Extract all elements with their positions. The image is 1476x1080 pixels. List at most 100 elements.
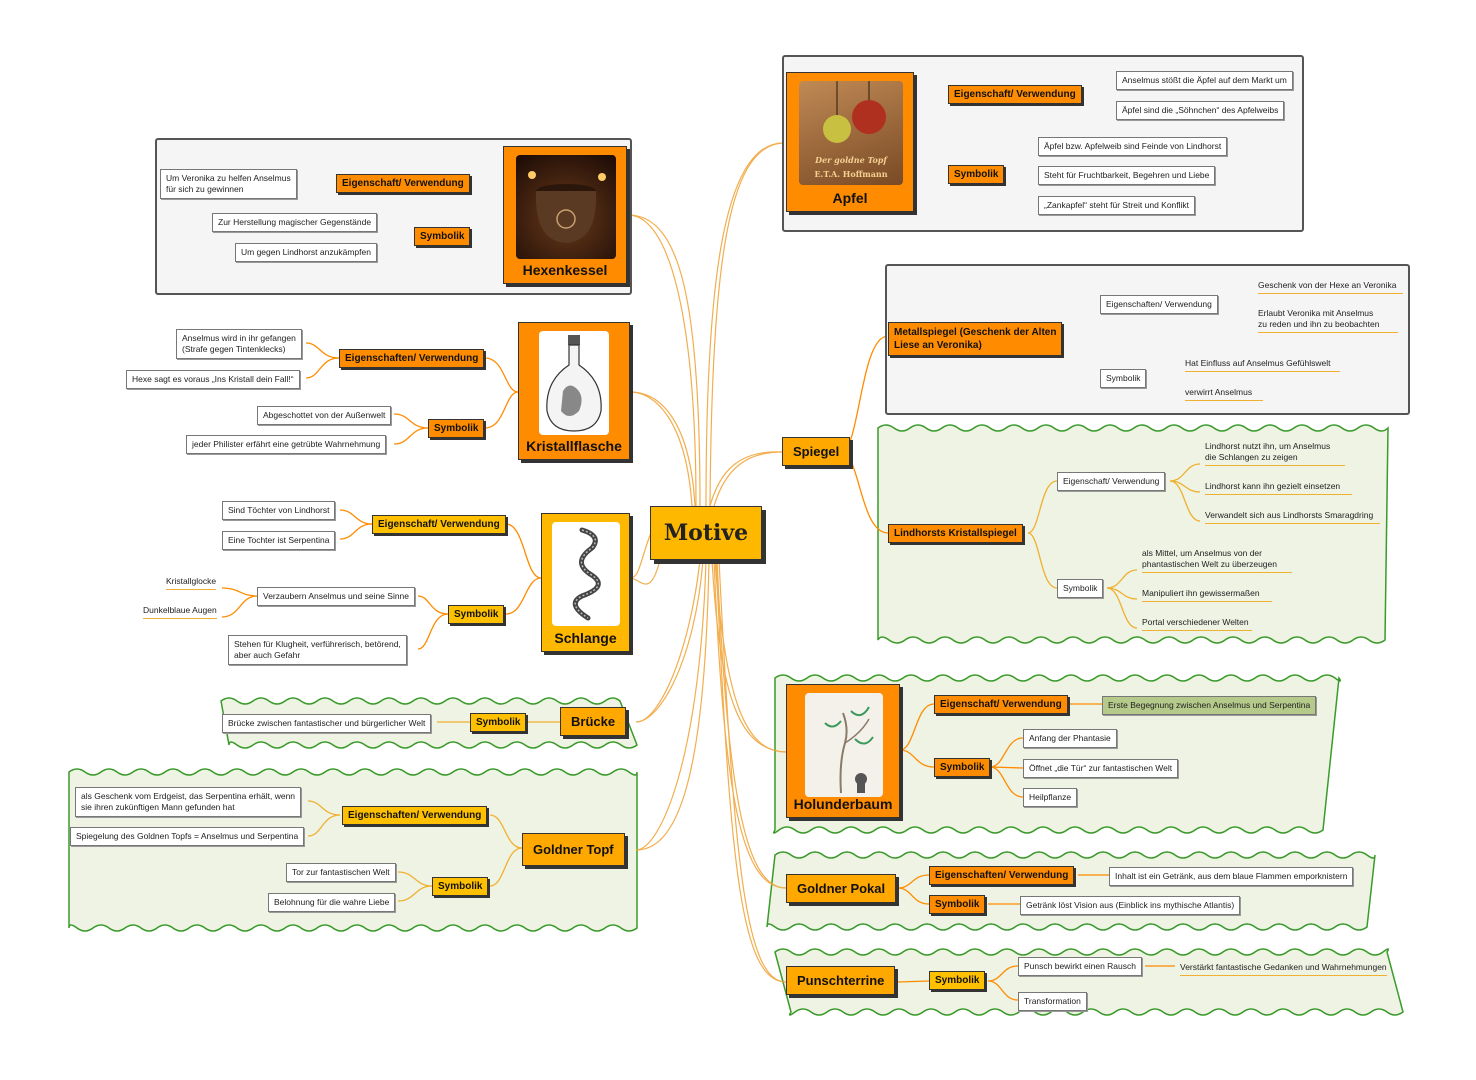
hexenkessel-leaf-3[interactable]: Um gegen Lindhorst anzukämpfen (235, 243, 377, 262)
metallspiegel-leaf-4[interactable]: verwirrt Anselmus (1185, 387, 1263, 401)
hexenkessel-leaf-1[interactable]: Um Veronika zu helfen Anselmus für sich … (160, 169, 297, 199)
schlange-leaf-1[interactable]: Sind Töchter von Lindhorst (222, 501, 336, 520)
holunderbaum-leaf-3[interactable]: Öffnet „die Tür“ zur fantastischen Welt (1023, 759, 1179, 778)
topic-label: Hexenkessel (522, 262, 608, 278)
kristallspiegel-leaf-6[interactable]: Portal verschiedener Welten (1142, 617, 1252, 631)
apple-image: Der goldne Topf E.T.A. Hoffmann (799, 81, 903, 185)
punschterrine-leaf-1[interactable]: Punsch bewirkt einen Rausch (1018, 957, 1142, 976)
leaf-line: Lindhorst nutzt ihn, um Anselmus (1205, 441, 1331, 451)
apfel-leaf-1[interactable]: Anselmus stößt die Äpfel auf dem Markt u… (1116, 71, 1293, 90)
topic-goldner-topf[interactable]: Goldner Topf (522, 833, 625, 866)
bruecke-leaf-1[interactable]: Brücke zwischen fantastischer und bürger… (222, 714, 432, 733)
goldner-topf-symbolik[interactable]: Symbolik (432, 877, 489, 896)
punschterrine-symbolik[interactable]: Symbolik (929, 971, 986, 990)
metallspiegel-leaf-1[interactable]: Geschenk von der Hexe an Veronika (1258, 280, 1403, 294)
holunderbaum-eigenschaft[interactable]: Eigenschaft/ Verwendung (934, 695, 1068, 714)
topic-goldner-pokal[interactable]: Goldner Pokal (786, 874, 897, 903)
metallspiegel-symbolik[interactable]: Symbolik (1100, 369, 1147, 388)
punschterrine-leaf-3[interactable]: Transformation (1018, 992, 1087, 1011)
goldner-pokal-leaf-1[interactable]: Inhalt ist ein Getränk, aus dem blaue Fl… (1109, 867, 1354, 886)
topic-apfel[interactable]: Der goldne Topf E.T.A. Hoffmann Apfel (786, 72, 914, 212)
metallspiegel-topic[interactable]: Metallspiegel (Geschenk der Alten Liese … (888, 322, 1063, 356)
hexenkessel-eigenschaft[interactable]: Eigenschaft/ Verwendung (336, 174, 470, 193)
center-topic-motive[interactable]: Motive (650, 506, 762, 560)
metallspiegel-leaf-2[interactable]: Erlaubt Veronika mit Anselmus zu reden u… (1258, 308, 1398, 333)
leaf-line: zu reden und ihn zu beobachten (1258, 319, 1380, 329)
tree-icon (824, 706, 874, 794)
frame-kristallspiegel (877, 424, 1389, 644)
goldner-topf-leaf-1[interactable]: als Geschenk vom Erdgeist, das Serpentin… (75, 787, 302, 817)
kristallflasche-leaf-1[interactable]: Anselmus wird in ihr gefangen (Strafe ge… (176, 329, 302, 359)
apfel-symbolik[interactable]: Symbolik (948, 165, 1005, 184)
snake-icon (572, 527, 601, 621)
kristallflasche-leaf-4[interactable]: jeder Philister erfährt eine getrübte Wa… (186, 435, 387, 454)
topic-line: Metallspiegel (Geschenk der Alten (894, 327, 1057, 338)
leaf-line: als Geschenk vom Erdgeist, das Serpentin… (81, 791, 296, 801)
topic-label: Apfel (832, 190, 868, 206)
goldner-pokal-leaf-2[interactable]: Getränk löst Vision aus (Einblick ins my… (1020, 896, 1241, 915)
topic-holunderbaum[interactable]: Holunderbaum (786, 684, 900, 818)
topic-hexenkessel[interactable]: Hexenkessel (503, 146, 627, 284)
cauldron-icon (528, 171, 606, 243)
holunderbaum-symbolik[interactable]: Symbolik (934, 758, 991, 777)
schlange-leaf-5[interactable]: Dunkelblaue Augen (143, 605, 217, 619)
leaf-line: Erlaubt Veronika mit Anselmus (1258, 308, 1374, 318)
topic-spiegel[interactable]: Spiegel (782, 437, 851, 466)
hexenkessel-symbolik[interactable]: Symbolik (414, 227, 471, 246)
leaf-line: sie ihren zukünftigen Mann gefunden hat (81, 802, 235, 812)
frame-punschterrine (774, 948, 1404, 1016)
kristallspiegel-leaf-2[interactable]: Lindhorst kann ihn gezielt einsetzen (1205, 481, 1352, 495)
bruecke-symbolik[interactable]: Symbolik (470, 713, 527, 732)
apfel-leaf-5[interactable]: „Zankapfel“ steht für Streit und Konflik… (1038, 196, 1196, 215)
kristallflasche-eigenschaften[interactable]: Eigenschaften/ Verwendung (339, 349, 485, 368)
kristallflasche-symbolik[interactable]: Symbolik (428, 419, 485, 438)
punschterrine-leaf-2[interactable]: Verstärkt fantastische Gedanken und Wahr… (1180, 962, 1387, 976)
goldner-topf-leaf-3[interactable]: Tor zur fantastischen Welt (286, 863, 396, 882)
topic-label: Holunderbaum (793, 796, 893, 812)
apfel-leaf-4[interactable]: Steht für Fruchtbarkeit, Begehren und Li… (1038, 166, 1216, 185)
kristallspiegel-leaf-4[interactable]: als Mittel, um Anselmus von der phantast… (1142, 548, 1292, 573)
goldner-pokal-eigenschaften[interactable]: Eigenschaften/ Verwendung (929, 866, 1075, 885)
topic-bruecke[interactable]: Brücke (560, 707, 627, 736)
apfel-leaf-3[interactable]: Äpfel bzw. Apfelweib sind Feinde von Lin… (1038, 137, 1228, 156)
topic-label: Schlange (554, 630, 617, 646)
schlange-leaf-3[interactable]: Verzaubern Anselmus und seine Sinne (257, 587, 416, 606)
kristallspiegel-leaf-1[interactable]: Lindhorst nutzt ihn, um Anselmus die Sch… (1205, 441, 1345, 466)
leaf-line: (Strafe gegen Tintenklecks) (182, 344, 286, 354)
leaf-line: als Mittel, um Anselmus von der (1142, 548, 1262, 558)
topic-punschterrine[interactable]: Punschterrine (786, 966, 896, 995)
elder-tree-image (805, 693, 883, 797)
holunderbaum-leaf-4[interactable]: Heilpflanze (1023, 788, 1078, 807)
kristallspiegel-eigenschaft[interactable]: Eigenschaft/ Verwendung (1057, 472, 1166, 491)
goldner-topf-leaf-2[interactable]: Spiegelung des Goldnen Topfs = Anselmus … (70, 827, 305, 846)
leaf-line: die Schlangen zu zeigen (1205, 452, 1298, 462)
goldner-topf-eigenschaften[interactable]: Eigenschaften/ Verwendung (342, 806, 488, 825)
hexenkessel-leaf-2[interactable]: Zur Herstellung magischer Gegenstände (212, 213, 378, 232)
apple-icon: Der goldne Topf E.T.A. Hoffmann (814, 81, 888, 179)
schlange-eigenschaft[interactable]: Eigenschaft/ Verwendung (372, 515, 506, 534)
holunderbaum-leaf-2[interactable]: Anfang der Phantasie (1023, 729, 1117, 748)
kristallspiegel-leaf-5[interactable]: Manipuliert ihn gewissermaßen (1142, 588, 1272, 602)
kristallspiegel-symbolik[interactable]: Symbolik (1057, 579, 1104, 598)
schlange-symbolik[interactable]: Symbolik (448, 605, 505, 624)
metallspiegel-eigenschaften[interactable]: Eigenschaften/ Verwendung (1100, 295, 1218, 314)
apfel-eigenschaft[interactable]: Eigenschaft/ Verwendung (948, 85, 1082, 104)
kristallspiegel-topic[interactable]: Lindhorsts Kristallspiegel (888, 524, 1023, 543)
topic-kristallflasche[interactable]: Kristallflasche (518, 322, 630, 460)
schlange-leaf-6[interactable]: Stehen für Klugheit, verführerisch, betö… (228, 635, 407, 665)
kristallflasche-leaf-2[interactable]: Hexe sagt es voraus „Ins Kristall dein F… (126, 370, 300, 389)
kristallflasche-leaf-3[interactable]: Abgeschottet von der Außenwelt (257, 406, 392, 425)
topic-schlange[interactable]: Schlange (541, 513, 630, 652)
flask-image (539, 331, 609, 435)
goldner-topf-leaf-4[interactable]: Belohnung für die wahre Liebe (268, 893, 396, 912)
topic-line: Liese an Veronika) (894, 340, 982, 351)
schlange-leaf-4[interactable]: Kristallglocke (166, 576, 217, 590)
kristallspiegel-leaf-3[interactable]: Verwandelt sich aus Lindhorsts Smaragdri… (1205, 510, 1380, 524)
leaf-line: phantastischen Welt zu überzeugen (1142, 559, 1277, 569)
apfel-leaf-2[interactable]: Äpfel sind die „Söhnchen“ des Apfelweibs (1116, 101, 1285, 120)
goldner-pokal-symbolik[interactable]: Symbolik (929, 895, 986, 914)
holunderbaum-leaf-1[interactable]: Erste Begegnung zwischen Anselmus und Se… (1102, 696, 1317, 715)
metallspiegel-leaf-3[interactable]: Hat Einfluss auf Anselmus Gefühlswelt (1185, 358, 1340, 372)
book-title: Der goldne Topf (814, 155, 888, 165)
schlange-leaf-2[interactable]: Eine Tochter ist Serpentina (222, 531, 336, 550)
